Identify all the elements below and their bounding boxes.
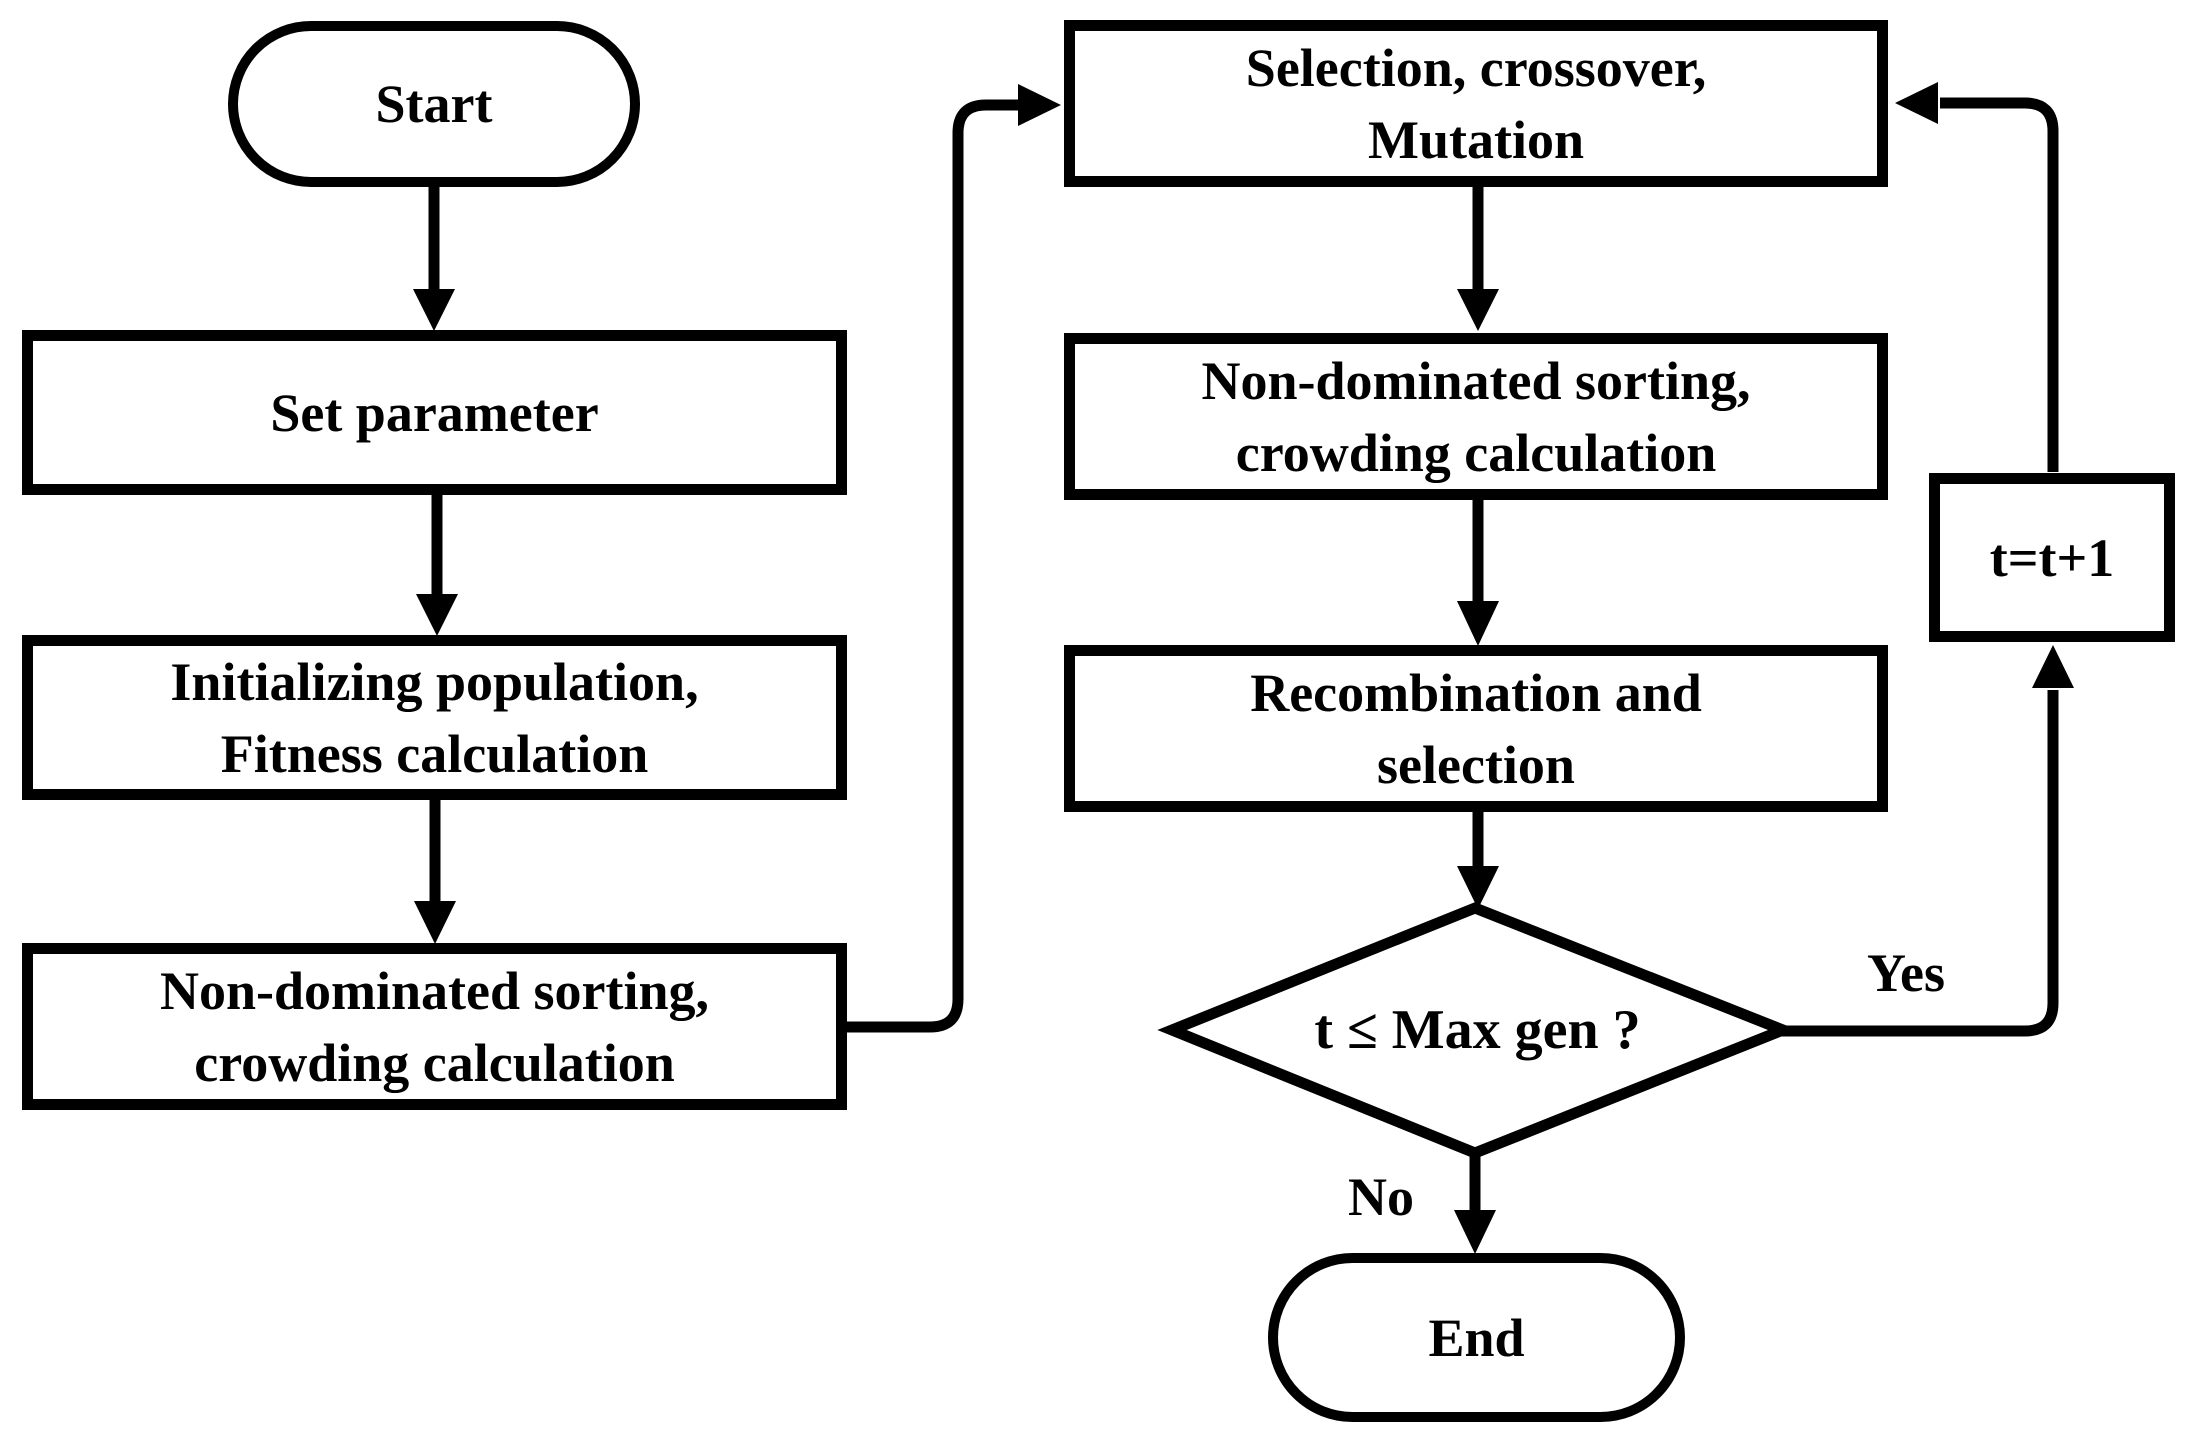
node-nondominated-loop-label-line1: Non-dominated sorting, <box>1201 350 1751 411</box>
edge-nondominated-to-genetic-operators <box>847 99 1020 1033</box>
arrowhead-down-icon <box>413 289 455 331</box>
arrowhead-down-icon <box>414 901 456 944</box>
node-recombination-label-line2: selection <box>1377 734 1575 795</box>
node-nondominated-initial-label-line2: crowding calculation <box>194 1032 675 1093</box>
node-initialize-label-line2: Fitness calculation <box>220 723 649 784</box>
arrowhead-down-icon <box>1454 1210 1496 1254</box>
node-set-parameter-label: Set parameter <box>270 382 599 443</box>
node-nondominated-initial: Non-dominated sorting, crowding calculat… <box>22 943 847 1110</box>
arrowhead-down-icon <box>1457 866 1499 909</box>
node-nondominated-loop-label-line2: crowding calculation <box>1235 422 1717 483</box>
arrowhead-down-icon <box>1457 601 1499 646</box>
arrowhead-up-icon <box>2032 645 2074 688</box>
node-end-label: End <box>1428 1307 1525 1368</box>
arrowhead-left-icon <box>1895 82 1938 124</box>
node-initialize-label-line1: Initializing population, <box>170 651 699 712</box>
node-recombination: Recombination and selection <box>1064 645 1888 812</box>
node-nondominated-initial-label-line1: Non-dominated sorting, <box>159 960 710 1021</box>
edge-increment-to-genetic-operators <box>1940 97 2059 472</box>
node-recombination-label-line1: Recombination and <box>1250 662 1702 723</box>
arrowhead-down-icon <box>1457 289 1499 331</box>
arrowhead-right-icon <box>1018 84 1061 126</box>
node-set-parameter: Set parameter <box>22 330 847 495</box>
node-start-label: Start <box>375 74 493 134</box>
decision-diamond-shape <box>1157 902 1798 1159</box>
arrowhead-down-icon <box>416 594 458 636</box>
node-initialize: Initializing population, Fitness calcula… <box>22 635 847 800</box>
node-nondominated-loop: Non-dominated sorting, crowding calculat… <box>1064 333 1888 500</box>
node-genetic-operators-label-line1: Selection, crossover, <box>1245 37 1707 98</box>
edge-decision-yes-to-increment <box>1780 690 2059 1037</box>
node-increment: t=t+1 <box>1929 473 2175 642</box>
node-start: Start <box>228 21 640 187</box>
node-genetic-operators-label-line2: Mutation <box>1368 109 1584 170</box>
edge-label-yes: Yes <box>1867 943 1945 1003</box>
node-increment-label: t=t+1 <box>1989 527 2115 588</box>
node-end: End <box>1268 1253 1685 1422</box>
edge-label-no: No <box>1348 1167 1414 1227</box>
node-genetic-operators: Selection, crossover, Mutation <box>1064 20 1888 187</box>
node-decision-label: t ≤ Max gen ? <box>1314 999 1641 1061</box>
